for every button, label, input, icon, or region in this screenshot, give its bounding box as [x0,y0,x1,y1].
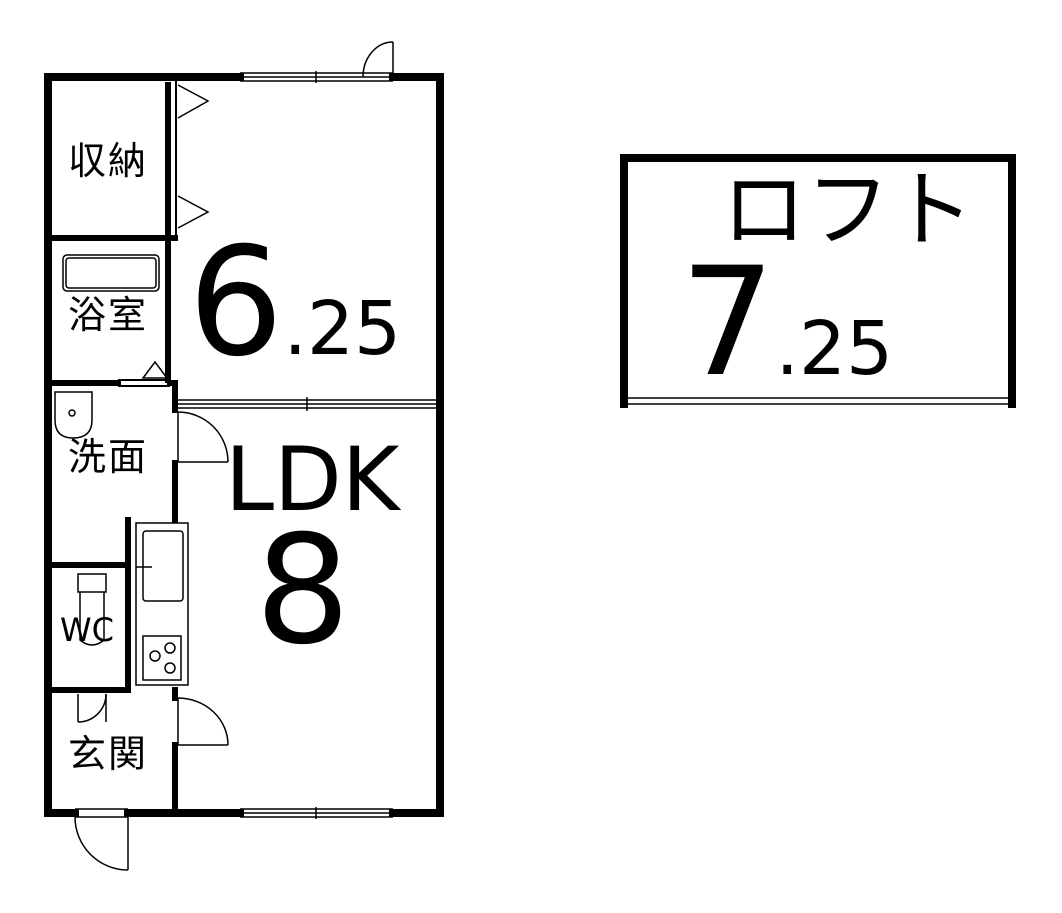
ldk-size: 8 [255,504,351,678]
loft-label: ロフト [722,161,975,259]
interior-thin-walls [118,81,177,387]
ldk-label: LDK [225,428,400,531]
interior-walls [45,82,178,816]
toilet-label: WC [60,611,114,649]
bedroom-size-dec: .25 [283,286,402,372]
loft-size-dec: .25 [775,306,894,392]
entrance-inner-door [177,697,229,746]
toilet-fixture [77,573,107,646]
window-top [240,71,393,83]
window-bottom [240,807,393,819]
bath-label: 浴室 [68,293,149,337]
wash-basin [54,391,93,439]
wc-door [77,693,107,723]
bedroom-size-int: 6 [188,216,284,390]
storage-doors [177,84,210,229]
bedroom-size: 6.25 [188,228,401,378]
washroom-label: 洗面 [68,435,149,479]
loft-size-int: 7 [680,236,776,410]
entrance-label: 玄関 [68,732,149,776]
sliding-partition [178,397,436,411]
kitchen-counter [135,522,189,686]
storage-label: 収納 [68,139,149,183]
door-swing-top [362,41,394,78]
loft-size: 7.25 [680,248,893,398]
washroom-door [177,411,229,463]
loft-box [620,154,1016,408]
bathtub [62,254,160,292]
front-door [74,808,129,871]
bath-door-mark [141,360,169,379]
